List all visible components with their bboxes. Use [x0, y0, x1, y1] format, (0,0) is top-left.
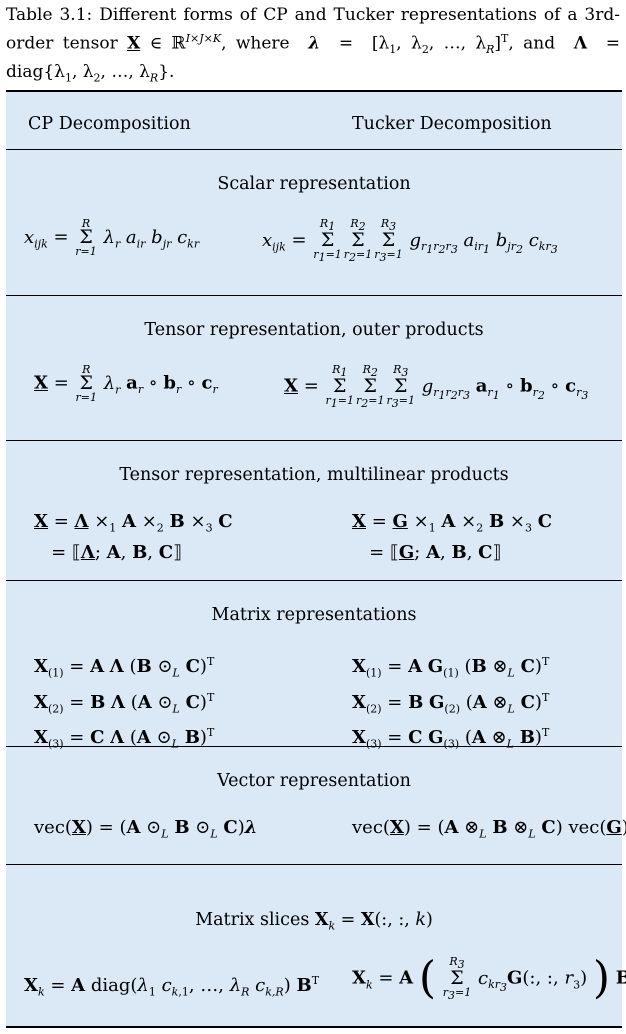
tucker-multilinear-equation: X = G ×1 A ×2 B ×3 C = ⟦G; A, B, C⟧	[352, 511, 553, 563]
section-title-outer: Tensor representation, outer products	[144, 320, 484, 340]
column-header-tucker: Tucker Decomposition	[352, 114, 552, 134]
representation-table: CP Decomposition Tucker Decomposition Sc…	[6, 90, 626, 1028]
section-title-slices: Matrix slices Xk = X(:, :, k)	[195, 910, 433, 933]
cp-matrix-equations: X(1) = A Λ (B ⊙L C)T X(2) = B Λ (A ⊙L C)…	[34, 655, 215, 751]
column-header-cp: CP Decomposition	[28, 114, 191, 134]
section-title-vector: Vector representation	[217, 771, 411, 791]
cp-slice-equation: Xk = A diag(λ1 ck,1, …, λR ck,R) BT	[24, 974, 320, 999]
cp-multilinear-equation: X = Λ ×1 A ×2 B ×3 C = ⟦Λ; A, B, C⟧	[34, 511, 233, 563]
cp-vector-equation: vec(X) = (A ⊙L B ⊙L C)λ	[34, 817, 258, 841]
section-title-matrix: Matrix representations	[211, 605, 417, 625]
tucker-matrix-equations: X(1) = A G(1) (B ⊗L C)T X(2) = B G(2) (A…	[352, 655, 550, 751]
section-title-multilinear: Tensor representation, multilinear produ…	[119, 465, 509, 485]
table-caption: Table 3.1: Different forms of CP and Tuc…	[6, 5, 620, 85]
section-title-scalar: Scalar representation	[217, 174, 411, 194]
tucker-vector-equation: vec(X) = (A ⊗L B ⊗L C) vec(G)	[352, 817, 626, 841]
